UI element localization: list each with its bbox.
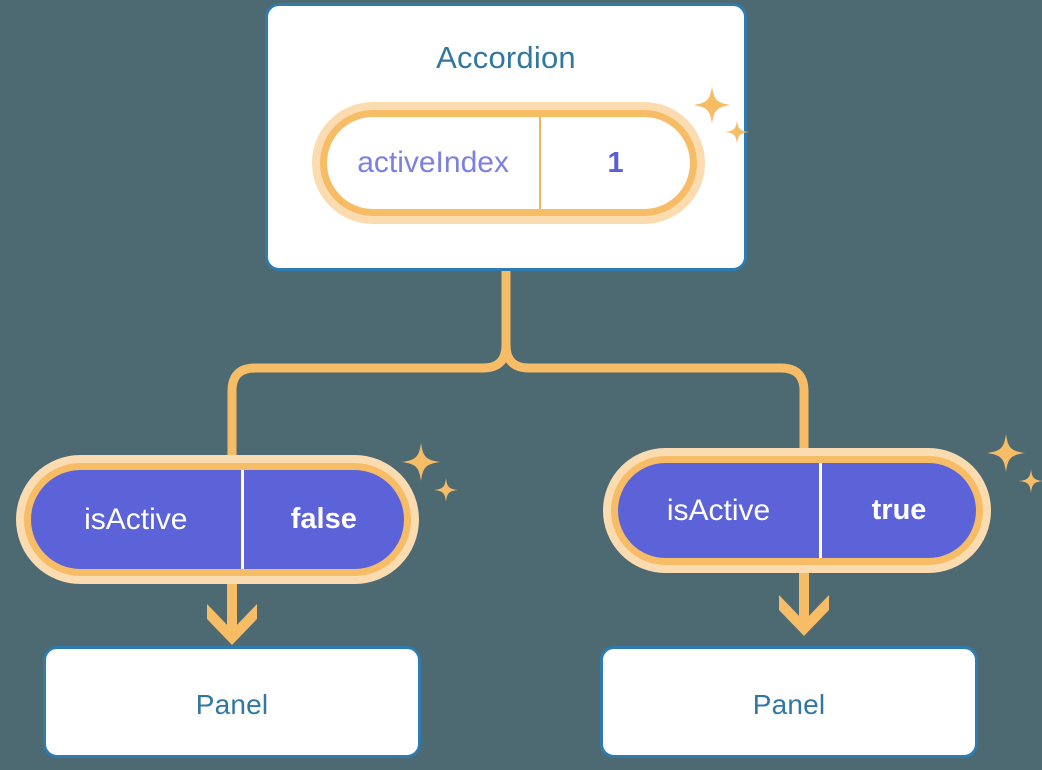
arrow-down-icon-left [207, 584, 257, 645]
panel-node-right[interactable]: Panel [600, 646, 978, 758]
accordion-node[interactable]: Accordion activeIndex 1 [265, 3, 747, 271]
sparkle-icon [402, 443, 440, 481]
state-pill-inner: isActive true [618, 463, 976, 558]
panel-title: Panel [195, 689, 269, 720]
sparkle-icon [987, 434, 1025, 472]
state-pill-is-active-right[interactable]: isActive true [603, 448, 991, 573]
state-key-label: activeIndex [327, 117, 542, 209]
state-value-label: true [871, 494, 927, 526]
state-value-label: 1 [607, 146, 624, 179]
arrow-down-icon-right [779, 573, 829, 636]
panel-title: Panel [752, 689, 826, 720]
sparkle-small-icon [434, 478, 458, 502]
sparkle-icon-group-right [987, 434, 1042, 493]
state-pill-is-active-left[interactable]: isActive false [16, 455, 419, 584]
state-value-label: false [290, 503, 357, 535]
state-pill-active-index[interactable]: activeIndex 1 [312, 102, 705, 224]
state-pill-inner: isActive false [31, 470, 404, 569]
panel-node-left[interactable]: Panel [43, 646, 421, 758]
sparkle-small-icon [1019, 469, 1042, 493]
state-key-label: isActive [31, 470, 244, 569]
accordion-title: Accordion [436, 40, 576, 75]
state-key-label: isActive [618, 463, 823, 558]
state-pill-inner: activeIndex 1 [327, 117, 690, 209]
